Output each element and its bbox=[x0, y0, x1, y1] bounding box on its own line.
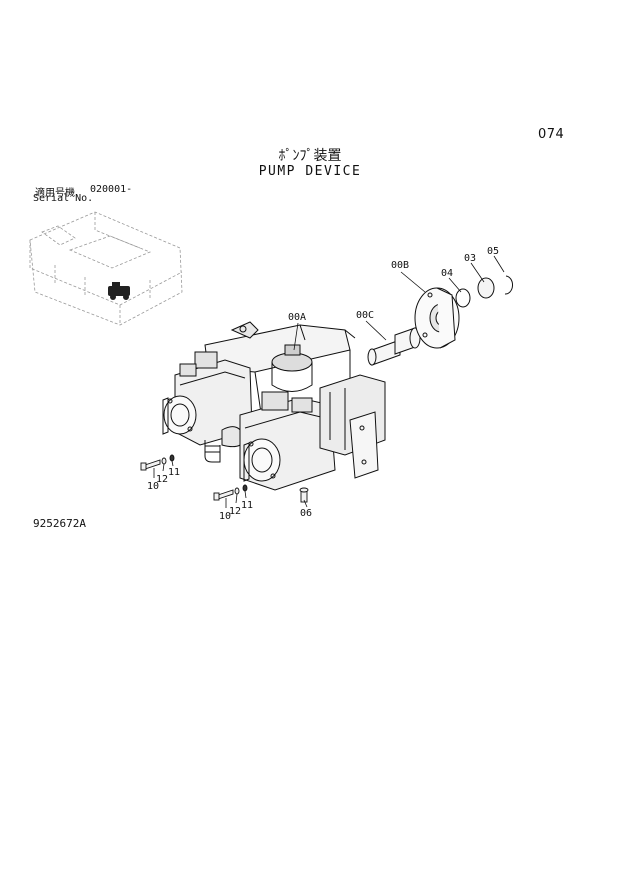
bolt-assembly-left bbox=[140, 454, 175, 471]
callout-05: 05 bbox=[487, 246, 499, 257]
page-title: PUMP DEVICE bbox=[258, 164, 362, 179]
callout-12-left: 12 bbox=[156, 474, 168, 485]
callout-06: 06 bbox=[300, 508, 312, 519]
coupling-part bbox=[367, 327, 421, 366]
bolt-part-06 bbox=[299, 487, 309, 503]
plate-part bbox=[477, 277, 495, 299]
callout-10-right: 10 bbox=[219, 511, 231, 522]
pump-assembly-drawing bbox=[162, 321, 386, 491]
serial-label: Serial No. bbox=[33, 193, 94, 204]
machine-location-thumbnail bbox=[29, 211, 183, 326]
leader-lines bbox=[153, 255, 505, 508]
callout-03: 03 bbox=[464, 253, 476, 264]
snap-ring-part bbox=[504, 275, 513, 295]
callout-11-left: 11 bbox=[168, 467, 180, 478]
drawing-number: 9252672A bbox=[33, 517, 86, 530]
callout-00A: 00A bbox=[288, 312, 306, 323]
callout-10-left: 10 bbox=[147, 481, 159, 492]
serial-label-japanese: 適用号機 bbox=[35, 188, 75, 199]
pump-location-marker bbox=[108, 282, 130, 300]
callout-11-right: 11 bbox=[241, 500, 253, 511]
serial-number-value: 020001- bbox=[90, 184, 133, 195]
flange-plate-part bbox=[414, 287, 460, 349]
bolt-assembly-right bbox=[213, 484, 248, 501]
callout-04: 04 bbox=[441, 268, 453, 279]
callout-00B: 00B bbox=[391, 260, 409, 271]
page-title-japanese: ﾎﾟﾝﾌﾟ装置 bbox=[278, 148, 342, 164]
callout-12-right: 12 bbox=[229, 506, 241, 517]
o-ring-part bbox=[455, 288, 471, 308]
seal-rings bbox=[455, 275, 513, 308]
callout-00C: 00C bbox=[356, 310, 374, 321]
page-number: 074 bbox=[538, 127, 565, 142]
